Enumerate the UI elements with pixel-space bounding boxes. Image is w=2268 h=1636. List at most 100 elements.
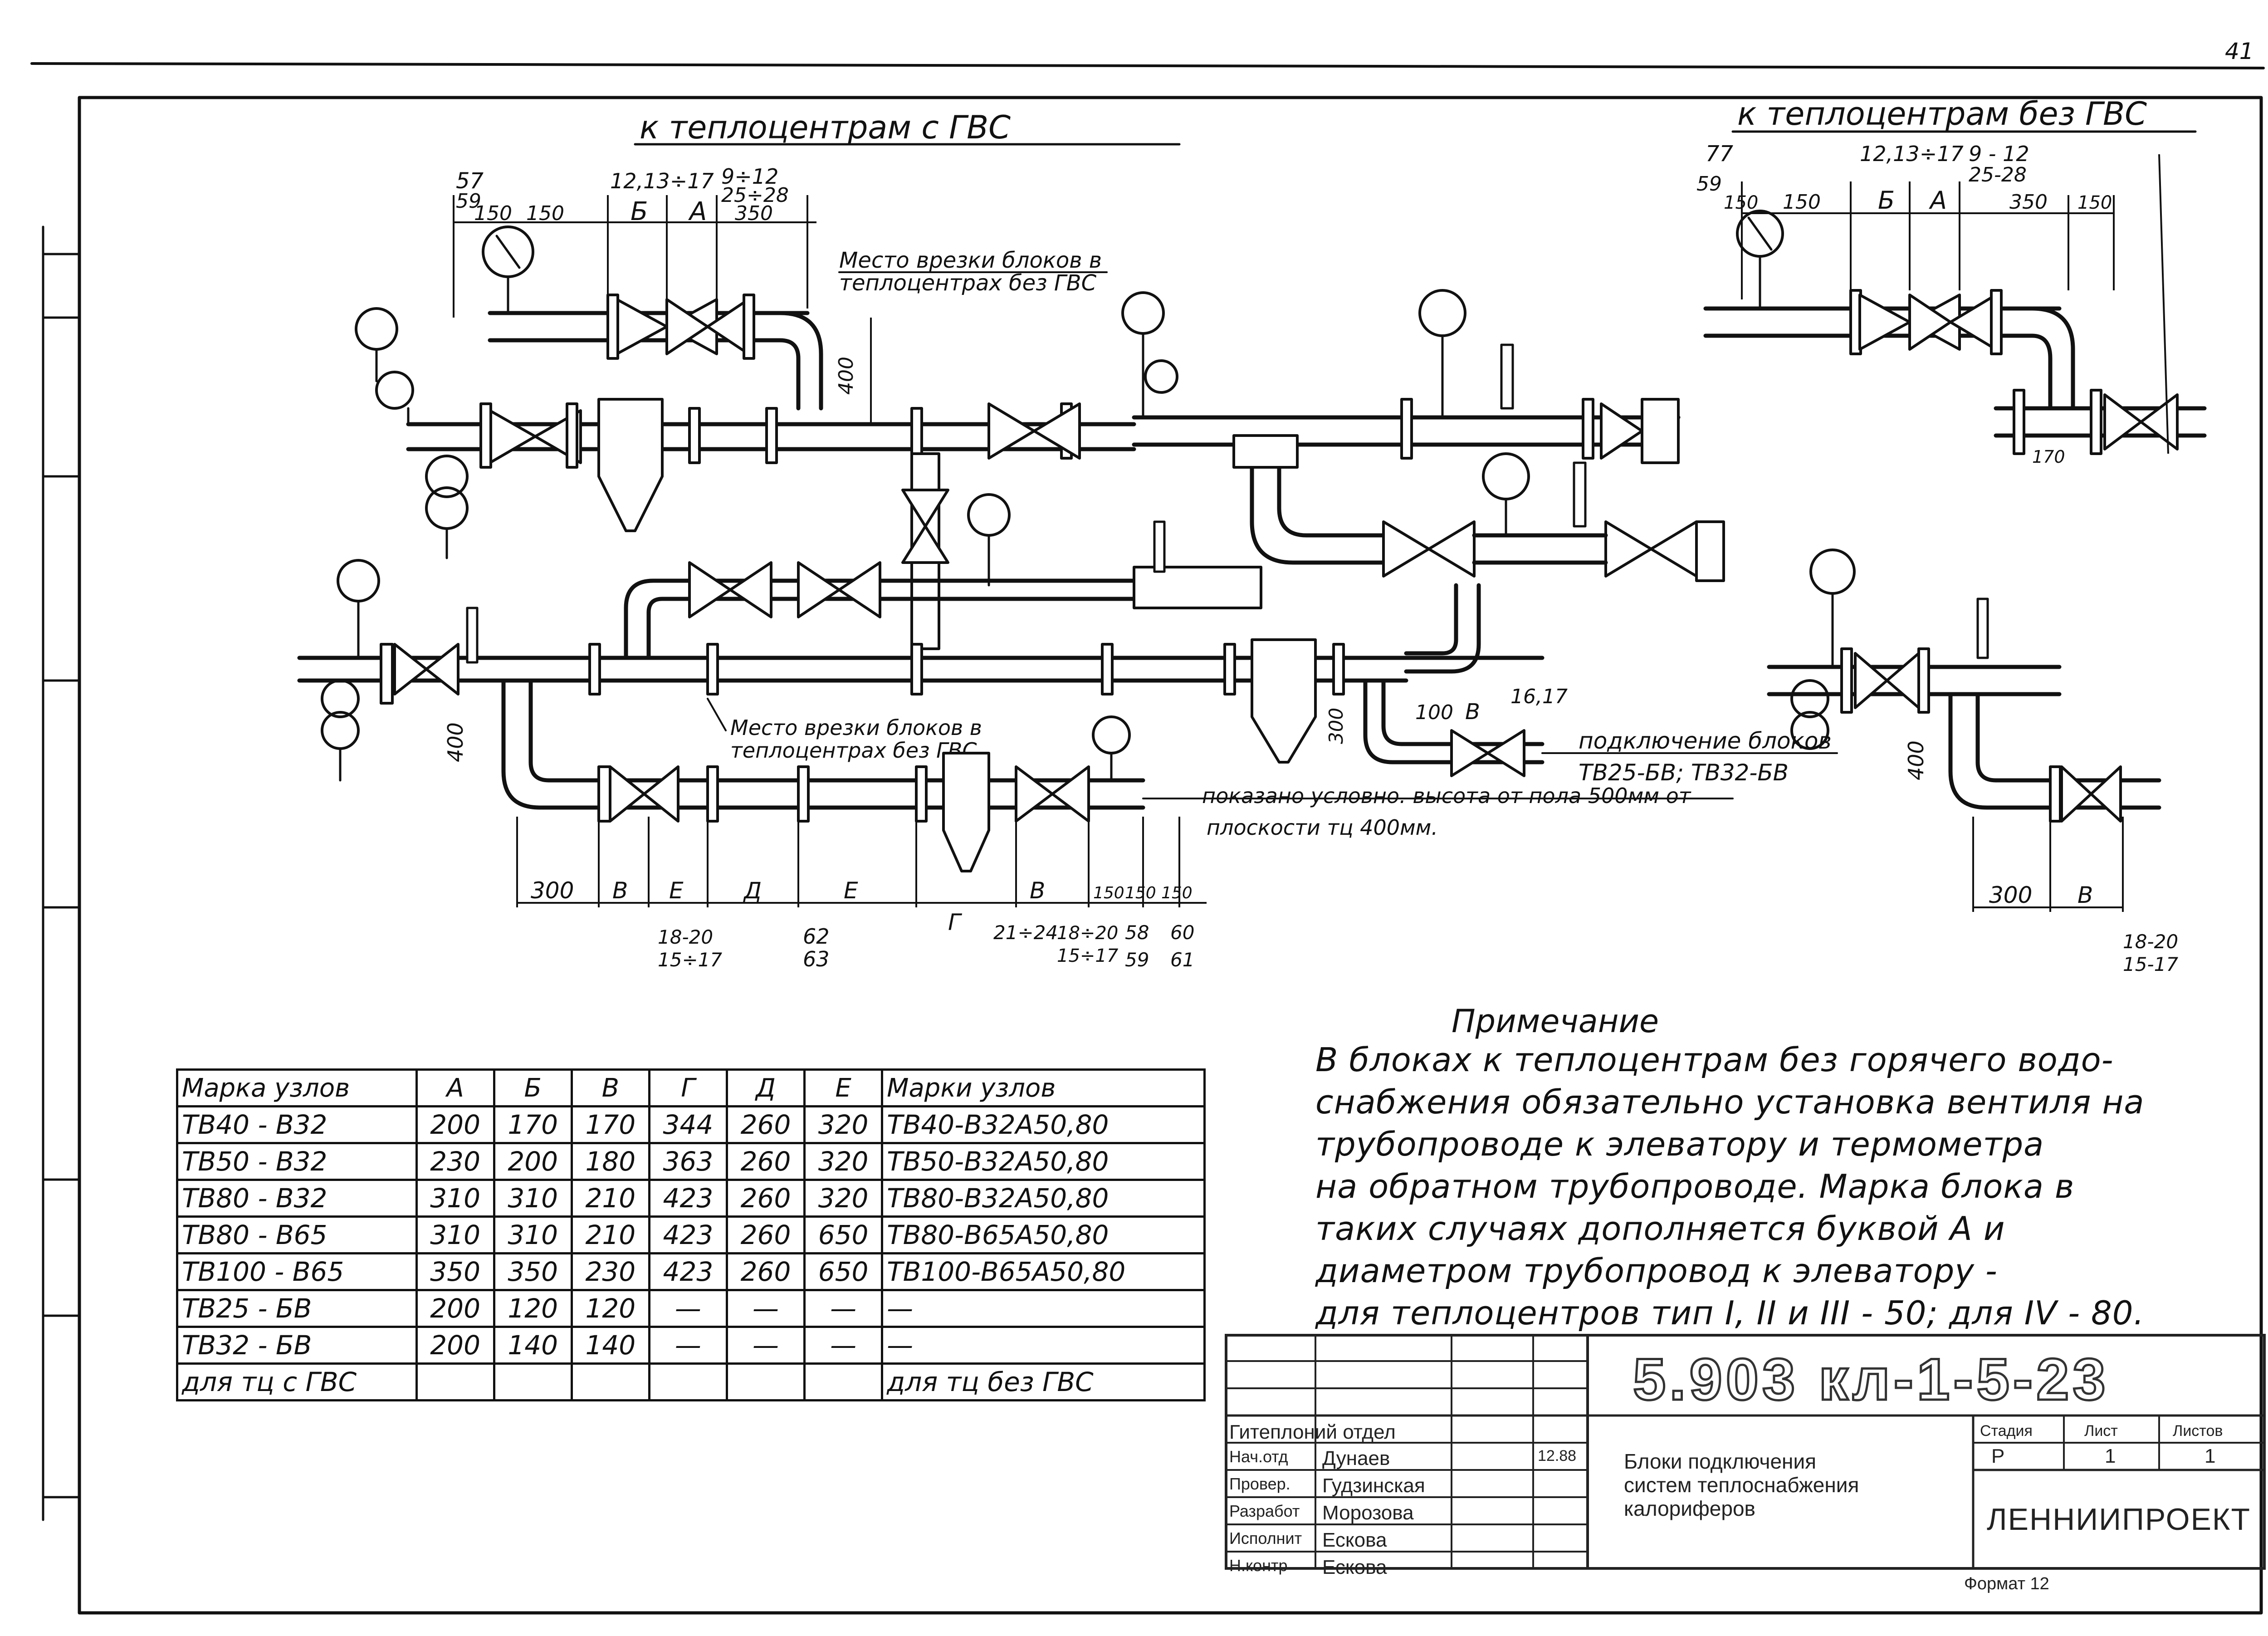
lower-right-assembly: 400 300 В 18-20 15-17: [1767, 549, 2178, 975]
sheet-label: Лист: [2084, 1422, 2118, 1440]
dim-12-17-r: 12,13÷17: [1860, 142, 1964, 166]
signature-date: 12.88: [1538, 1447, 1577, 1465]
note-line: диаметром трубопровод к элеватору -: [1315, 1252, 1998, 1290]
document-description: Блоки подключения систем теплоснабжения …: [1624, 1450, 1859, 1520]
ref-60: 60: [1170, 921, 1194, 944]
upper-left-assembly: Место врезки блоков в теплоцентрах без Г…: [355, 164, 1340, 650]
dim-B-r: Б: [1878, 186, 1895, 215]
dim-300-mid: 300: [1325, 708, 1347, 744]
insert-point-label-top: Место врезки блоков в: [839, 248, 1102, 273]
table-cell: 230: [570, 1252, 650, 1291]
col-header: А: [415, 1068, 495, 1107]
ref-63: 63: [803, 947, 830, 971]
description-line: систем теплоснабжения: [1624, 1473, 1859, 1497]
ref-18-20-b: 18÷20: [1057, 923, 1118, 944]
signature-name: Ескова: [1322, 1529, 1387, 1551]
signature-role: Н.контр: [1229, 1556, 1288, 1575]
table-cell: ТВ80 - В32: [176, 1179, 418, 1218]
dim-400-top: 400: [835, 357, 858, 395]
department: Гитеплоний отдел: [1229, 1421, 1396, 1443]
left-binding-marks: [42, 225, 81, 1521]
title-block-grid: [1225, 1334, 2266, 1570]
table-cell: 650: [803, 1215, 884, 1254]
table-cell: 650: [803, 1252, 884, 1291]
col-header: В: [570, 1068, 650, 1107]
table-cell: 344: [648, 1105, 728, 1144]
table-cell: 200: [415, 1326, 495, 1365]
table-cell: 120: [493, 1289, 573, 1328]
dim-100: 100: [1415, 701, 1453, 724]
table-cell: 320: [803, 1179, 884, 1218]
table-cell: 260: [725, 1179, 806, 1218]
signature-name: Морозова: [1322, 1502, 1414, 1524]
dim-77: 77: [1706, 141, 1734, 167]
col-header: Марка узлов: [176, 1068, 418, 1107]
table-cell: ТВ40-В32А50,80: [881, 1105, 1206, 1144]
insert-point-label-mid: Место врезки блоков в: [730, 715, 982, 740]
col-header: Марки узлов: [881, 1068, 1206, 1107]
header-with-gvs: к теплоцентрам с ГВС: [640, 109, 1011, 146]
document-code: 5.903 кл-1-5-23: [1632, 1345, 2109, 1414]
dim-350: 350: [735, 202, 773, 225]
sheets-value: 1: [2204, 1445, 2216, 1467]
middle-assembly: подключение блоков ТВ25-БВ; ТВ32-БВ 100 …: [297, 520, 1838, 786]
note-line: снабжения обязательно установка вентиля …: [1315, 1083, 2145, 1121]
table-cell: —: [803, 1289, 884, 1328]
table-cell: —: [725, 1326, 806, 1365]
ref-21-24: 21÷24: [993, 921, 1058, 944]
dim-150-r1: 150: [1724, 192, 1758, 213]
table-cell: 170: [570, 1105, 650, 1144]
table-cell: ТВ100 - В65: [176, 1252, 418, 1291]
format-label: Формат 12: [1964, 1574, 2049, 1593]
table-cell: 310: [493, 1215, 573, 1254]
table-header-row: Марка узлов А Б В Г Д Е Марки узлов: [176, 1068, 1206, 1107]
node-dimensions-table: Марка узлов А Б В Г Д Е Марки узлов ТВ40…: [176, 1068, 1206, 1401]
table-cell: —: [803, 1326, 884, 1365]
table-cell: ТВ80 - В65: [176, 1215, 418, 1254]
dim-A: А: [688, 197, 707, 226]
table-cell: ТВ50 - В32: [176, 1142, 418, 1181]
dim-E-2: Е: [844, 877, 858, 904]
dim-150-a: 150: [474, 202, 512, 225]
upper-right-assembly: 77 59 150 150 12,13÷17 Б А 9 - 12 25-28 …: [1696, 141, 2207, 467]
table-cell: ТВ32 - БВ: [176, 1326, 418, 1365]
signature-role: Исполнит: [1229, 1529, 1302, 1548]
table-cell: 260: [725, 1252, 806, 1291]
dim-12-17: 12,13÷17: [610, 169, 714, 193]
table-cell: 140: [570, 1326, 650, 1365]
signature-role: Разработ: [1229, 1502, 1300, 1520]
signature-role: Провер.: [1229, 1474, 1290, 1493]
dim-170-r: 170: [2032, 447, 2065, 467]
table-cell: [493, 1362, 573, 1401]
page-number: 41: [2225, 38, 2254, 64]
note-title: Примечание: [1452, 1003, 1659, 1040]
table-cell: ТВ25 - БВ: [176, 1289, 418, 1328]
dim-150-d: 150: [1125, 884, 1156, 902]
description-line: Блоки подключения: [1624, 1450, 1817, 1473]
dim-E-1: Е: [669, 877, 684, 904]
dim-25-28: 25÷28: [721, 184, 789, 207]
note-text: В блоках к теплоцентрам без горячего вод…: [1315, 1039, 2177, 1334]
table-cell: ТВ80-В65А50,80: [881, 1215, 1206, 1254]
ref-58: 58: [1125, 921, 1149, 944]
title-block: 5.903 кл-1-5-23 Гитеплоний отдел Блоки п…: [1225, 1334, 2266, 1578]
table-cell: 120: [570, 1289, 650, 1328]
dim-150-b: 150: [526, 202, 564, 225]
dim-B-bottom: В: [612, 877, 628, 904]
table-cell: 310: [493, 1179, 573, 1218]
table-cell: —: [648, 1326, 728, 1365]
dim-B-mid: В: [1465, 699, 1480, 725]
insert-point-label-mid-2: теплоцентрах без ГВС: [730, 738, 977, 763]
center-right-assembly: [1232, 289, 1725, 582]
signature-role: Нач.отд: [1229, 1447, 1288, 1466]
dim-150-r3: 150: [2077, 192, 2112, 213]
table-cell: [415, 1362, 495, 1401]
table-cell: —: [725, 1289, 806, 1328]
ref-18-20: 18-20: [658, 926, 713, 948]
sheets-label: Листов: [2173, 1422, 2223, 1440]
